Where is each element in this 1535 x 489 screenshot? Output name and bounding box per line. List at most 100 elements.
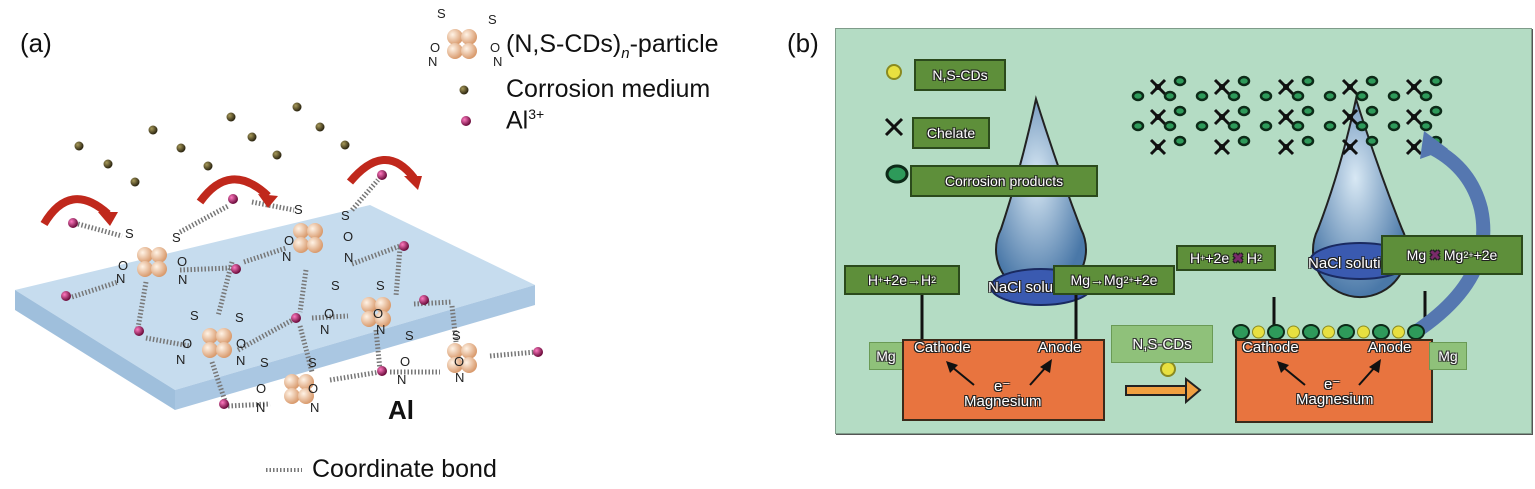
corrosion-product-particle (1323, 120, 1337, 132)
chelate-icon (1213, 108, 1231, 126)
chelate-center (1219, 144, 1225, 150)
oxygen-atom-label: O (430, 40, 440, 55)
chelate-center (1155, 114, 1161, 120)
left-anode-reaction-b: +2e (1133, 272, 1158, 288)
chelate-legend-label: Chelate (912, 117, 990, 149)
corrosion-product-particle (1337, 324, 1355, 340)
corrosion-product-particle (1355, 90, 1369, 102)
ns-cds-legend-label: N,S-CDs (914, 59, 1006, 91)
chelate-icon (1149, 138, 1167, 156)
oxygen-atom-label: O (177, 254, 187, 269)
corrosion-product-particle (1419, 90, 1433, 102)
nitrogen-atom-label: N (282, 249, 291, 264)
left-cathode-reaction-b-sub: 2 (931, 275, 937, 285)
right-anode-reaction-b-sup: 2+ (1463, 250, 1474, 260)
right-anode-label: Anode (1368, 339, 1412, 356)
corrosion-product-particle (1372, 324, 1390, 340)
chelate-center (1155, 144, 1161, 150)
chelate-icon (1405, 108, 1423, 126)
chelate-center (1219, 84, 1225, 90)
left-cathode-reaction-b: +2e→H (883, 272, 932, 288)
right-droplet-label: NaCl solution (1308, 255, 1398, 272)
chelate-icon (1277, 138, 1295, 156)
oxygen-atom-label: O (454, 354, 464, 369)
nitrogen-atom-label: N (178, 272, 187, 287)
legend-particle-subscript: n (621, 45, 630, 62)
sulfur-atom-label: S (260, 355, 269, 370)
chelate-icon (1341, 78, 1359, 96)
corrosion-medium-dots (74, 102, 350, 187)
right-anode-reaction-c: +2e (1473, 247, 1498, 263)
sulfur-atom-label: S (125, 226, 134, 241)
nitrogen-atom-label: N (176, 352, 185, 367)
al-substrate (15, 205, 535, 410)
left-cathode-reaction-a-sup: + (877, 275, 884, 285)
oxygen-atom-label: O (284, 233, 294, 248)
corrosion-product-particle (1195, 90, 1209, 102)
chelate-icon (1405, 78, 1423, 96)
oxygen-atom-label: O (343, 229, 353, 244)
chelate-icon (1277, 78, 1295, 96)
right-electron-arrows (1277, 359, 1381, 386)
chelate-icon (1341, 138, 1359, 156)
chelate-center (1155, 84, 1161, 90)
legend-particle: (N,S-CDs)n-particle (506, 30, 719, 62)
ns-cds-particle (1357, 325, 1370, 339)
left-anode-reaction-a: Mg→Mg (1070, 272, 1124, 288)
left-electron-arrows (946, 359, 1052, 386)
nitrogen-atom-label: N (428, 54, 437, 69)
left-electron-label: e⁻ (994, 378, 1011, 395)
corrosion-products-legend-icon (885, 164, 909, 184)
nitrogen-atom-label: N (344, 250, 353, 265)
left-magnesium-block (902, 339, 1105, 421)
right-cathode-reaction-c: H (1246, 250, 1257, 266)
left-metal-label: Magnesium (964, 393, 1042, 410)
right-metal-label: Magnesium (1296, 391, 1374, 408)
corrosion-product-particle (1232, 324, 1250, 340)
left-cathode-reaction-a: H (867, 272, 878, 288)
left-anode-label: Anode (1038, 339, 1082, 356)
right-anode-blocked-icon: ✖ (1429, 246, 1441, 263)
transition-arrow (1125, 361, 1202, 405)
corrosion-product-particle (1429, 105, 1443, 117)
panel-b-diagram: N,S-CDs Chelate Corrosion products H++2e… (835, 28, 1532, 434)
nitrogen-atom-label: N (310, 400, 319, 415)
corrosion-product-particle (1301, 105, 1315, 117)
right-cathode-reaction-c-sub: 2 (1256, 253, 1262, 263)
sulfur-atom-label: S (488, 12, 497, 27)
nitrogen-atom-label: N (236, 353, 245, 368)
nitrogen-atom-label: N (376, 322, 385, 337)
left-cathode-label: Cathode (914, 339, 971, 356)
corrosion-product-particle (1365, 75, 1379, 87)
oxygen-atom-label: O (490, 40, 500, 55)
sulfur-atom-label: S (437, 6, 446, 21)
right-cathode-reaction-b: +2e (1205, 250, 1230, 266)
oxygen-atom-label: O (256, 381, 266, 396)
sulfur-atom-label: S (452, 328, 461, 343)
chelate-icon (1149, 78, 1167, 96)
nitrogen-atom-label: N (256, 400, 265, 415)
corrosion-product-particle (1237, 135, 1251, 147)
ns-cds-particle (1322, 325, 1335, 339)
chelate-icon (1341, 108, 1359, 126)
corrosion-product-particle (1387, 90, 1401, 102)
corrosion-product-particle (1163, 120, 1177, 132)
corrosion-product-particle (1291, 120, 1305, 132)
legend-corrosion-medium: Corrosion medium (506, 75, 711, 103)
corrosion-product-particle (1365, 105, 1379, 117)
sulfur-atom-label: S (308, 355, 317, 370)
corrosion-product-particle (1365, 135, 1379, 147)
corrosion-product-particle (1163, 90, 1177, 102)
right-anode-reaction-b: Mg (1443, 247, 1464, 263)
corrosion-medium-legend-marker (459, 85, 469, 95)
nitrogen-atom-label: N (455, 370, 464, 385)
corrosion-product-particle (1131, 90, 1145, 102)
chelate-center (1411, 144, 1417, 150)
sulfur-atom-label: S (190, 308, 199, 323)
nitrogen-atom-label: N (397, 372, 406, 387)
panel-b-label: (b) (787, 28, 819, 58)
right-electron-label: e⁻ (1324, 376, 1341, 393)
ns-cds-particle (1252, 325, 1265, 339)
